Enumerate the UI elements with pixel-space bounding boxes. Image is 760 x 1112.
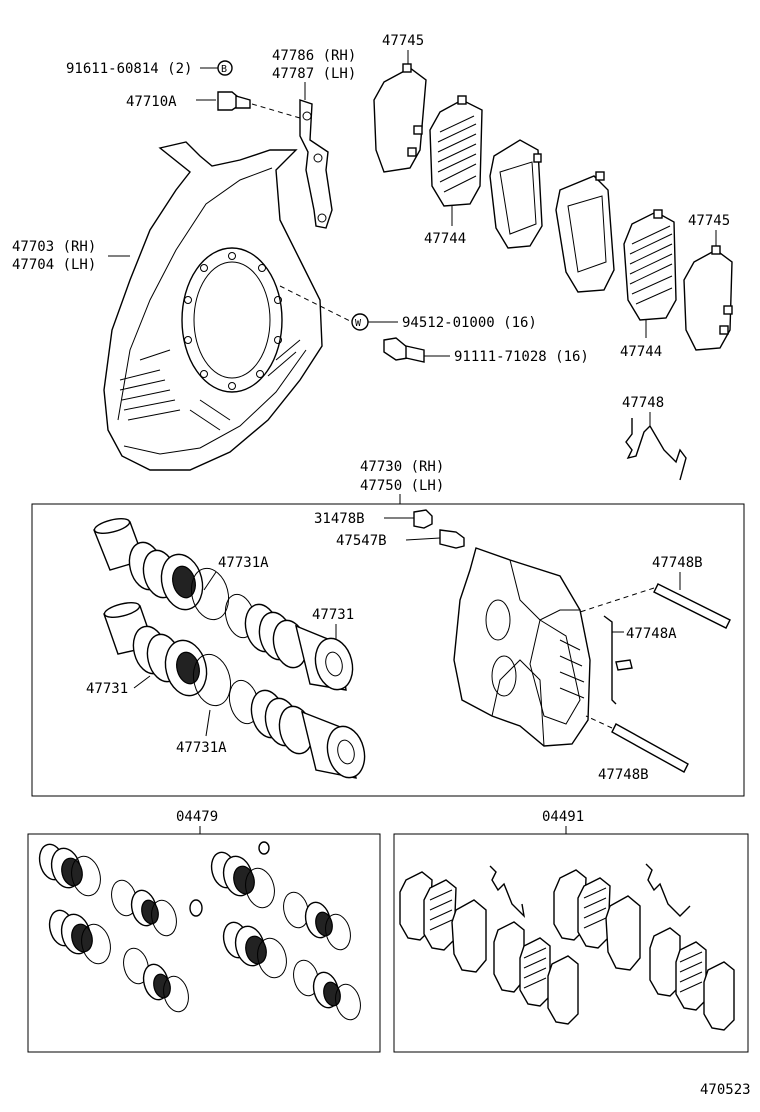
diagram-number: 470523 [700, 1082, 751, 1098]
caliper-body [453, 547, 633, 747]
label-47744-upper: 47744 [424, 231, 466, 247]
marker-w: W [355, 318, 362, 329]
caliper-assembly-frame [31, 503, 745, 797]
cap-31478B: 31478B [314, 509, 433, 529]
piston-47731-left: 47731 [86, 675, 151, 697]
caliper-assembly-callout: 47730 (RH) 47750 (LH) [360, 459, 444, 504]
pad-backing-lower [555, 171, 615, 293]
kit-04491-pads [399, 863, 735, 1031]
pad-friction-hatch-upper [437, 115, 477, 193]
kit-04491-frame [393, 833, 749, 1053]
label-31478B: 31478B [314, 511, 365, 527]
pad-friction-hatch-lower [629, 225, 673, 305]
bolt-91111: 91111-71028 (16) [383, 337, 589, 365]
bolt-91611-callout: 91611-60814 (2) B [66, 60, 233, 77]
label-47703: 47703 (RH) [12, 239, 96, 255]
label-47745-right: 47745 [688, 213, 730, 229]
label-47750: 47750 (LH) [360, 478, 444, 494]
caliper-piston-lower-right [228, 679, 366, 779]
seal-47731A-upper: 47731A [203, 555, 269, 591]
caliper-piston-upper-right [224, 593, 354, 691]
kit-04479-seals [38, 841, 361, 1021]
marker-b: B [221, 64, 227, 75]
bolt-47710A: 47710A [126, 91, 301, 119]
piston-47731-right: 47731 [312, 607, 354, 640]
shim-47745-right: 47745 [683, 213, 733, 351]
pin-47748B-lower: 47748B [585, 715, 689, 783]
label-94512: 94512-01000 (16) [402, 315, 537, 331]
label-47745-top: 47745 [382, 33, 424, 49]
anti-rattle-spring-47748: 47748 [622, 395, 687, 481]
clip-47748A: 47748A [603, 615, 677, 705]
label-47731-right: 47731 [312, 607, 354, 623]
label-47786: 47786 (RH) [272, 48, 356, 64]
label-47731-left: 47731 [86, 681, 128, 697]
caliper-piston-lower-left [103, 602, 232, 707]
backing-plate: 47703 (RH) 47704 (LH) [12, 141, 353, 471]
pad-47744-lower: 47744 [620, 209, 677, 360]
pad-47744-upper: 47744 [424, 95, 483, 247]
label-04479: 04479 [176, 809, 218, 825]
backing-bolt-holes [184, 252, 282, 390]
label-47704: 47704 (LH) [12, 257, 96, 273]
label-91111: 91111-71028 (16) [454, 349, 589, 365]
label-47748B-upper: 47748B [652, 555, 703, 571]
label-47710A: 47710A [126, 94, 177, 110]
pin-47748B-upper: 47748B [579, 555, 731, 629]
label-47787: 47787 (LH) [272, 66, 356, 82]
label-47748A: 47748A [626, 626, 677, 642]
bracket-47786-47787: 47786 (RH) 47787 (LH) [272, 48, 356, 229]
label-04491: 04491 [542, 809, 584, 825]
label-47547B: 47547B [336, 533, 387, 549]
label-47731A-lower: 47731A [176, 740, 227, 756]
pad-backing-upper [489, 139, 543, 249]
label-47731A-upper: 47731A [218, 555, 269, 571]
label-47744-lower: 47744 [620, 344, 662, 360]
caliper-piston-upper-left [93, 518, 230, 621]
label-47748: 47748 [622, 395, 664, 411]
label-91611: 91611-60814 (2) [66, 61, 192, 77]
kit-04491-callout: 04491 [542, 809, 584, 834]
kit-04479-frame [27, 833, 381, 1053]
kit-04479-callout: 04479 [176, 809, 218, 834]
backing-vents [119, 339, 301, 431]
label-47748B-lower: 47748B [598, 767, 649, 783]
seal-47731A-lower: 47731A [176, 709, 227, 756]
shim-47745-upper: 47745 [373, 33, 427, 173]
nut-94512: W 94512-01000 (16) [351, 313, 537, 331]
plug-47547B: 47547B [336, 529, 465, 549]
label-47730: 47730 (RH) [360, 459, 444, 475]
